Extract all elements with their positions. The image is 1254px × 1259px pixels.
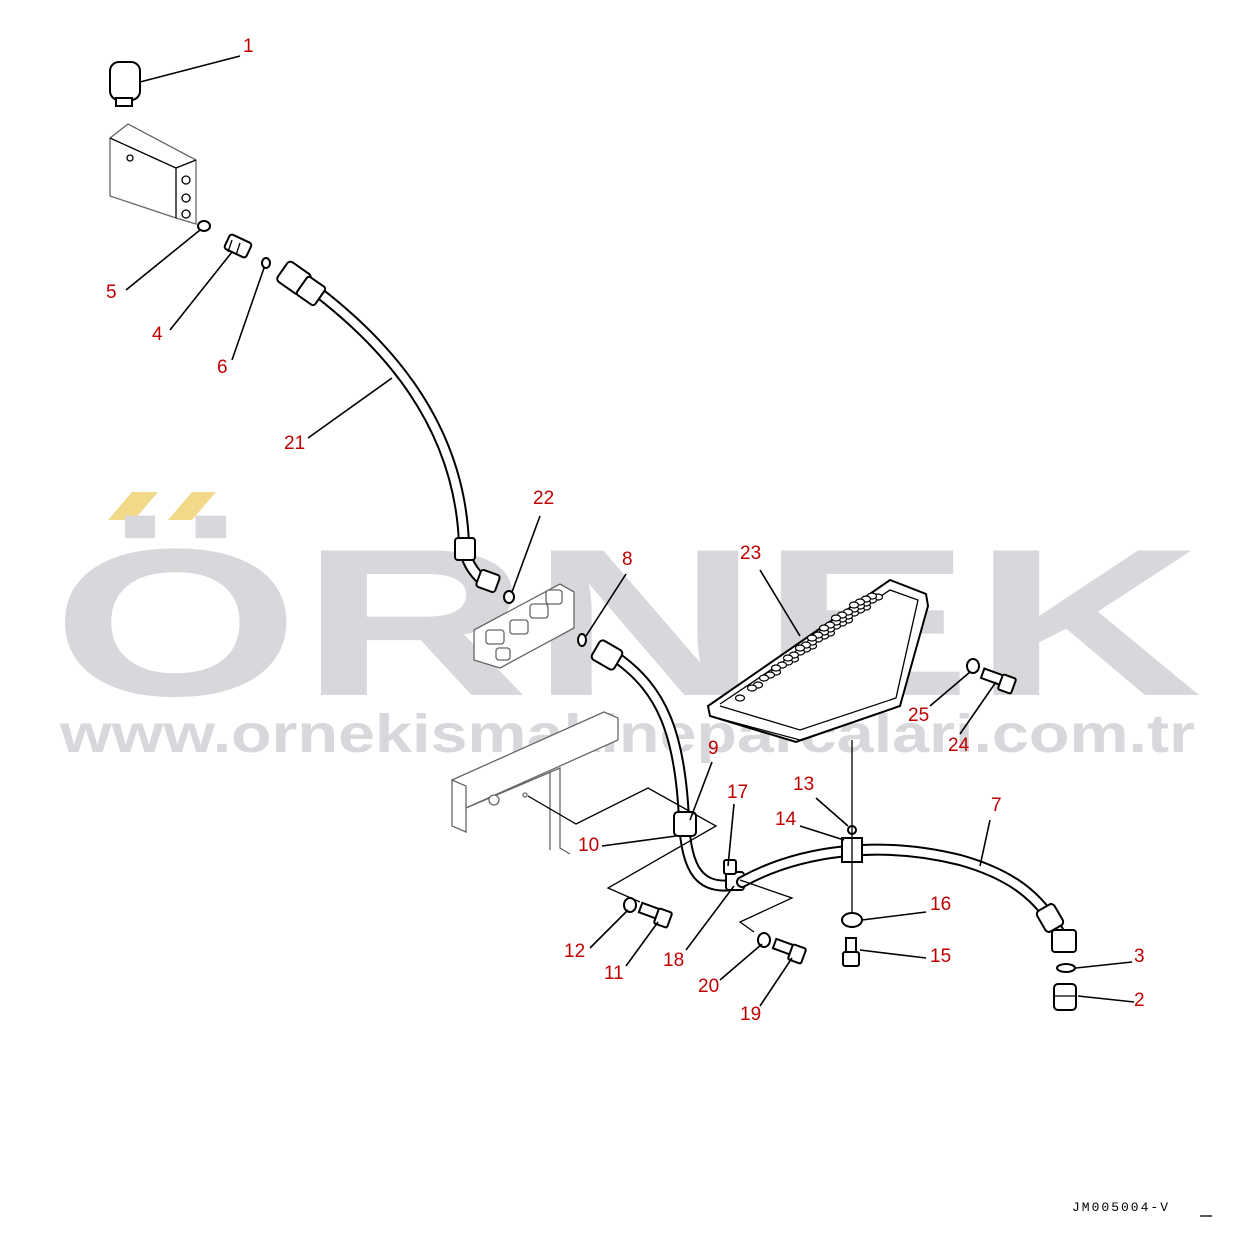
watermark-accent-left: [108, 492, 158, 520]
callout-7: 7: [991, 795, 1002, 816]
callout-25: 25: [908, 705, 929, 726]
step-plate-hole: [746, 684, 758, 692]
callout-15: 15: [930, 946, 951, 967]
callout-5: 5: [106, 282, 117, 303]
part-hose-21: [276, 260, 501, 594]
part-bolt-24: [979, 667, 1017, 695]
part-bolt-15: [842, 937, 860, 967]
leader-lines: [125, 55, 1135, 1007]
bracket-frame: [451, 711, 619, 855]
callout-24: 24: [948, 735, 970, 756]
part-clamp-13: [841, 740, 863, 915]
step-plate-hole: [758, 674, 770, 682]
callout-1: 1: [243, 36, 254, 57]
callout-16: 16: [930, 894, 951, 915]
callout-14: 14: [775, 809, 797, 830]
part-oring-22: [503, 590, 515, 604]
step-plate-hole: [830, 614, 842, 622]
step-plate-hole: [782, 654, 794, 662]
part-oring-5: [197, 220, 211, 232]
watermark-url: www.ornekismakineparcalari.com.tr: [59, 704, 1195, 764]
part-oring-8: [577, 633, 587, 647]
hardware-group-lines: [527, 787, 794, 933]
step-plate-holes: [734, 592, 884, 702]
part-hose-9: [590, 639, 745, 892]
part-washer-25: [966, 658, 980, 674]
manifold-block: [473, 583, 575, 669]
part-knob: [109, 61, 141, 107]
part-bolt-19: [771, 937, 807, 965]
callout-18: 18: [663, 950, 684, 971]
part-hose-7: [736, 843, 1077, 953]
callout-9: 9: [708, 738, 719, 759]
part-adapter-4: [223, 233, 253, 259]
part-adapter-2: [1053, 983, 1077, 1011]
step-plate-hole: [806, 634, 818, 642]
callout-10: 10: [578, 835, 599, 856]
part-step-plate-23: [706, 578, 930, 744]
callout-17: 17: [727, 782, 748, 803]
callout-13: 13: [793, 774, 814, 795]
part-bolt-11: [637, 901, 673, 929]
step-plate-hole: [818, 624, 830, 632]
watermark-brand: ÖRNEK: [52, 505, 1202, 740]
part-clip-17: [723, 859, 737, 875]
callout-12: 12: [564, 941, 585, 962]
part-washer-16: [841, 912, 863, 928]
part-washer-20: [757, 932, 771, 948]
callout-labels: 1 5 4 6 21 22 8 23 25 24 9 13 17 7 14 10…: [106, 36, 1145, 1025]
watermark: ÖRNEK www.ornekismakineparcalari.com.tr: [52, 492, 1202, 764]
part-oring-3: [1056, 963, 1076, 973]
step-plate-hole: [734, 694, 746, 702]
step-plate-hole: [770, 664, 782, 672]
callout-6: 6: [217, 357, 228, 378]
watermark-accent-right: [168, 492, 216, 520]
callout-19: 19: [740, 1004, 761, 1025]
callout-4: 4: [152, 324, 163, 345]
step-plate-hole: [848, 601, 860, 609]
part-oring-6: [261, 257, 271, 269]
callout-3: 3: [1134, 946, 1145, 967]
callout-22: 22: [533, 488, 554, 509]
callout-2: 2: [1134, 990, 1145, 1011]
step-plate-hole: [794, 644, 806, 652]
drawing-code: JM005004-V: [1072, 1200, 1170, 1215]
valve-block: [109, 123, 197, 225]
callout-21: 21: [284, 433, 305, 454]
callout-8: 8: [622, 549, 633, 570]
callout-11: 11: [604, 963, 624, 984]
callout-20: 20: [698, 976, 719, 997]
callout-23: 23: [740, 543, 761, 564]
